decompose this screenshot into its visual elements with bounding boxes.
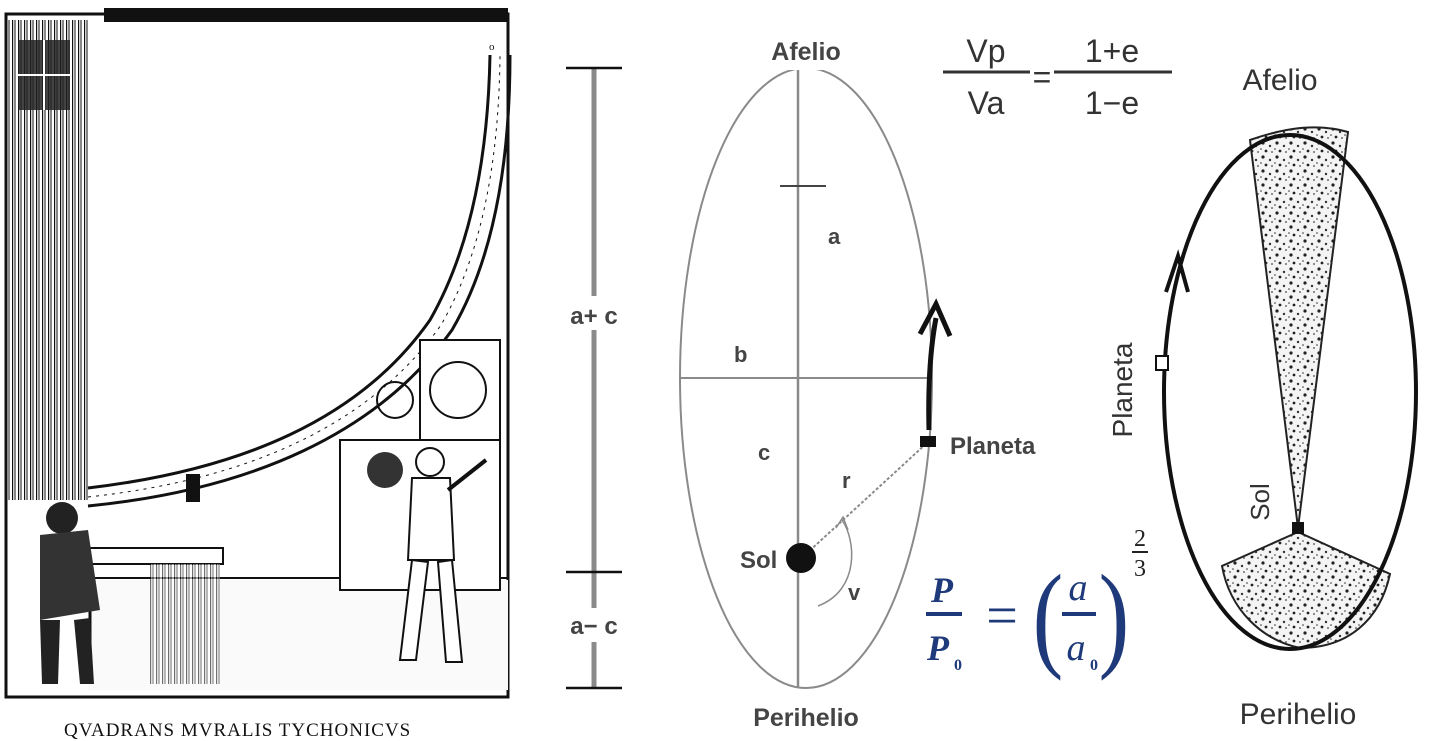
orbit-direction-arrow [1164, 249, 1190, 293]
label-perihelion: Perihelio [753, 704, 859, 732]
orbit-ellipse-right [1162, 133, 1418, 651]
sun-dot [786, 543, 816, 573]
period-formula: P P 0 = ( a a 0 ) 2 3 [926, 526, 1148, 681]
label-perihelion-right: Perihelio [1240, 698, 1357, 731]
radius-vector [805, 441, 929, 555]
woodcut-clock-cabinet [419, 339, 501, 441]
velocity-arrow-head [917, 298, 953, 338]
kepler-area-diagram: Afelio Planeta Sol Perihelio [1107, 64, 1418, 731]
formula-one-minus-e: 1−e [1085, 85, 1139, 121]
orbit-geometry-diagram: Afelio Perihelio a b c r v Sol Planeta [679, 30, 1036, 732]
velocity-ratio-formula: Vp Va = 1+e 1−e [943, 33, 1172, 121]
velocity-arrow-shaft [926, 317, 939, 431]
formula-va: Va [968, 85, 1005, 121]
woodcut-quadrant-illustration: o QVADRANS MVRALIS TYCHONICVS [0, 0, 512, 741]
label-a-minus-c: a− c [570, 613, 617, 640]
formula-p0: P [926, 628, 950, 668]
woodcut-table [77, 547, 224, 565]
formula-equals-2: = [986, 585, 1018, 647]
quadrant-scale-mark: o [489, 41, 495, 53]
label-planet: Planeta [950, 433, 1036, 460]
formula-a: a [1069, 567, 1088, 609]
woodcut-standing-observer [398, 447, 488, 663]
formula-paren-close: ) [1099, 551, 1130, 681]
woodcut-seated-scribe [40, 502, 100, 684]
sector-aphelion [1248, 126, 1350, 529]
woodcut-sight [186, 474, 200, 502]
label-a-plus-c: a+ c [570, 303, 617, 330]
label-v: v [848, 580, 861, 605]
formula-exponent-3: 3 [1134, 556, 1146, 582]
quadrant-arc-inner [87, 54, 492, 490]
woodcut-caption: QVADRANS MVRALIS TYCHONICVS [64, 720, 411, 741]
formula-paren-open: ( [1033, 551, 1064, 681]
planet-marker-right [1155, 355, 1169, 371]
formula-exponent-2: 2 [1134, 526, 1146, 552]
label-aphelion: Afelio [771, 38, 840, 66]
label-sun: Sol [740, 547, 777, 574]
formula-one-plus-e: 1+e [1085, 33, 1139, 69]
label-c: c [758, 440, 770, 465]
formula-a0-subscript: 0 [1090, 657, 1098, 674]
quadrant-arc-scale [87, 54, 501, 498]
formula-p0-subscript: 0 [954, 657, 962, 674]
label-b: b [734, 342, 747, 367]
sector-perihelion [1220, 530, 1392, 650]
formula-vp: Vp [966, 33, 1005, 69]
label-sun-right: Sol [1245, 483, 1275, 521]
woodcut-top-border [104, 8, 508, 22]
distance-scale: a+ c a− c [552, 66, 636, 690]
formula-p: P [930, 570, 954, 610]
label-a: a [828, 224, 841, 249]
sun-dot-right [1292, 522, 1304, 534]
true-anomaly-arc [817, 519, 853, 607]
formula-equals-1: = [1033, 59, 1052, 95]
formula-a0: a [1067, 627, 1086, 669]
label-planet-right: Planeta [1107, 342, 1138, 437]
planet-dot [920, 436, 936, 447]
woodcut-clock-face [429, 361, 487, 419]
label-aphelion-right: Afelio [1242, 64, 1317, 97]
label-r: r [842, 468, 851, 493]
